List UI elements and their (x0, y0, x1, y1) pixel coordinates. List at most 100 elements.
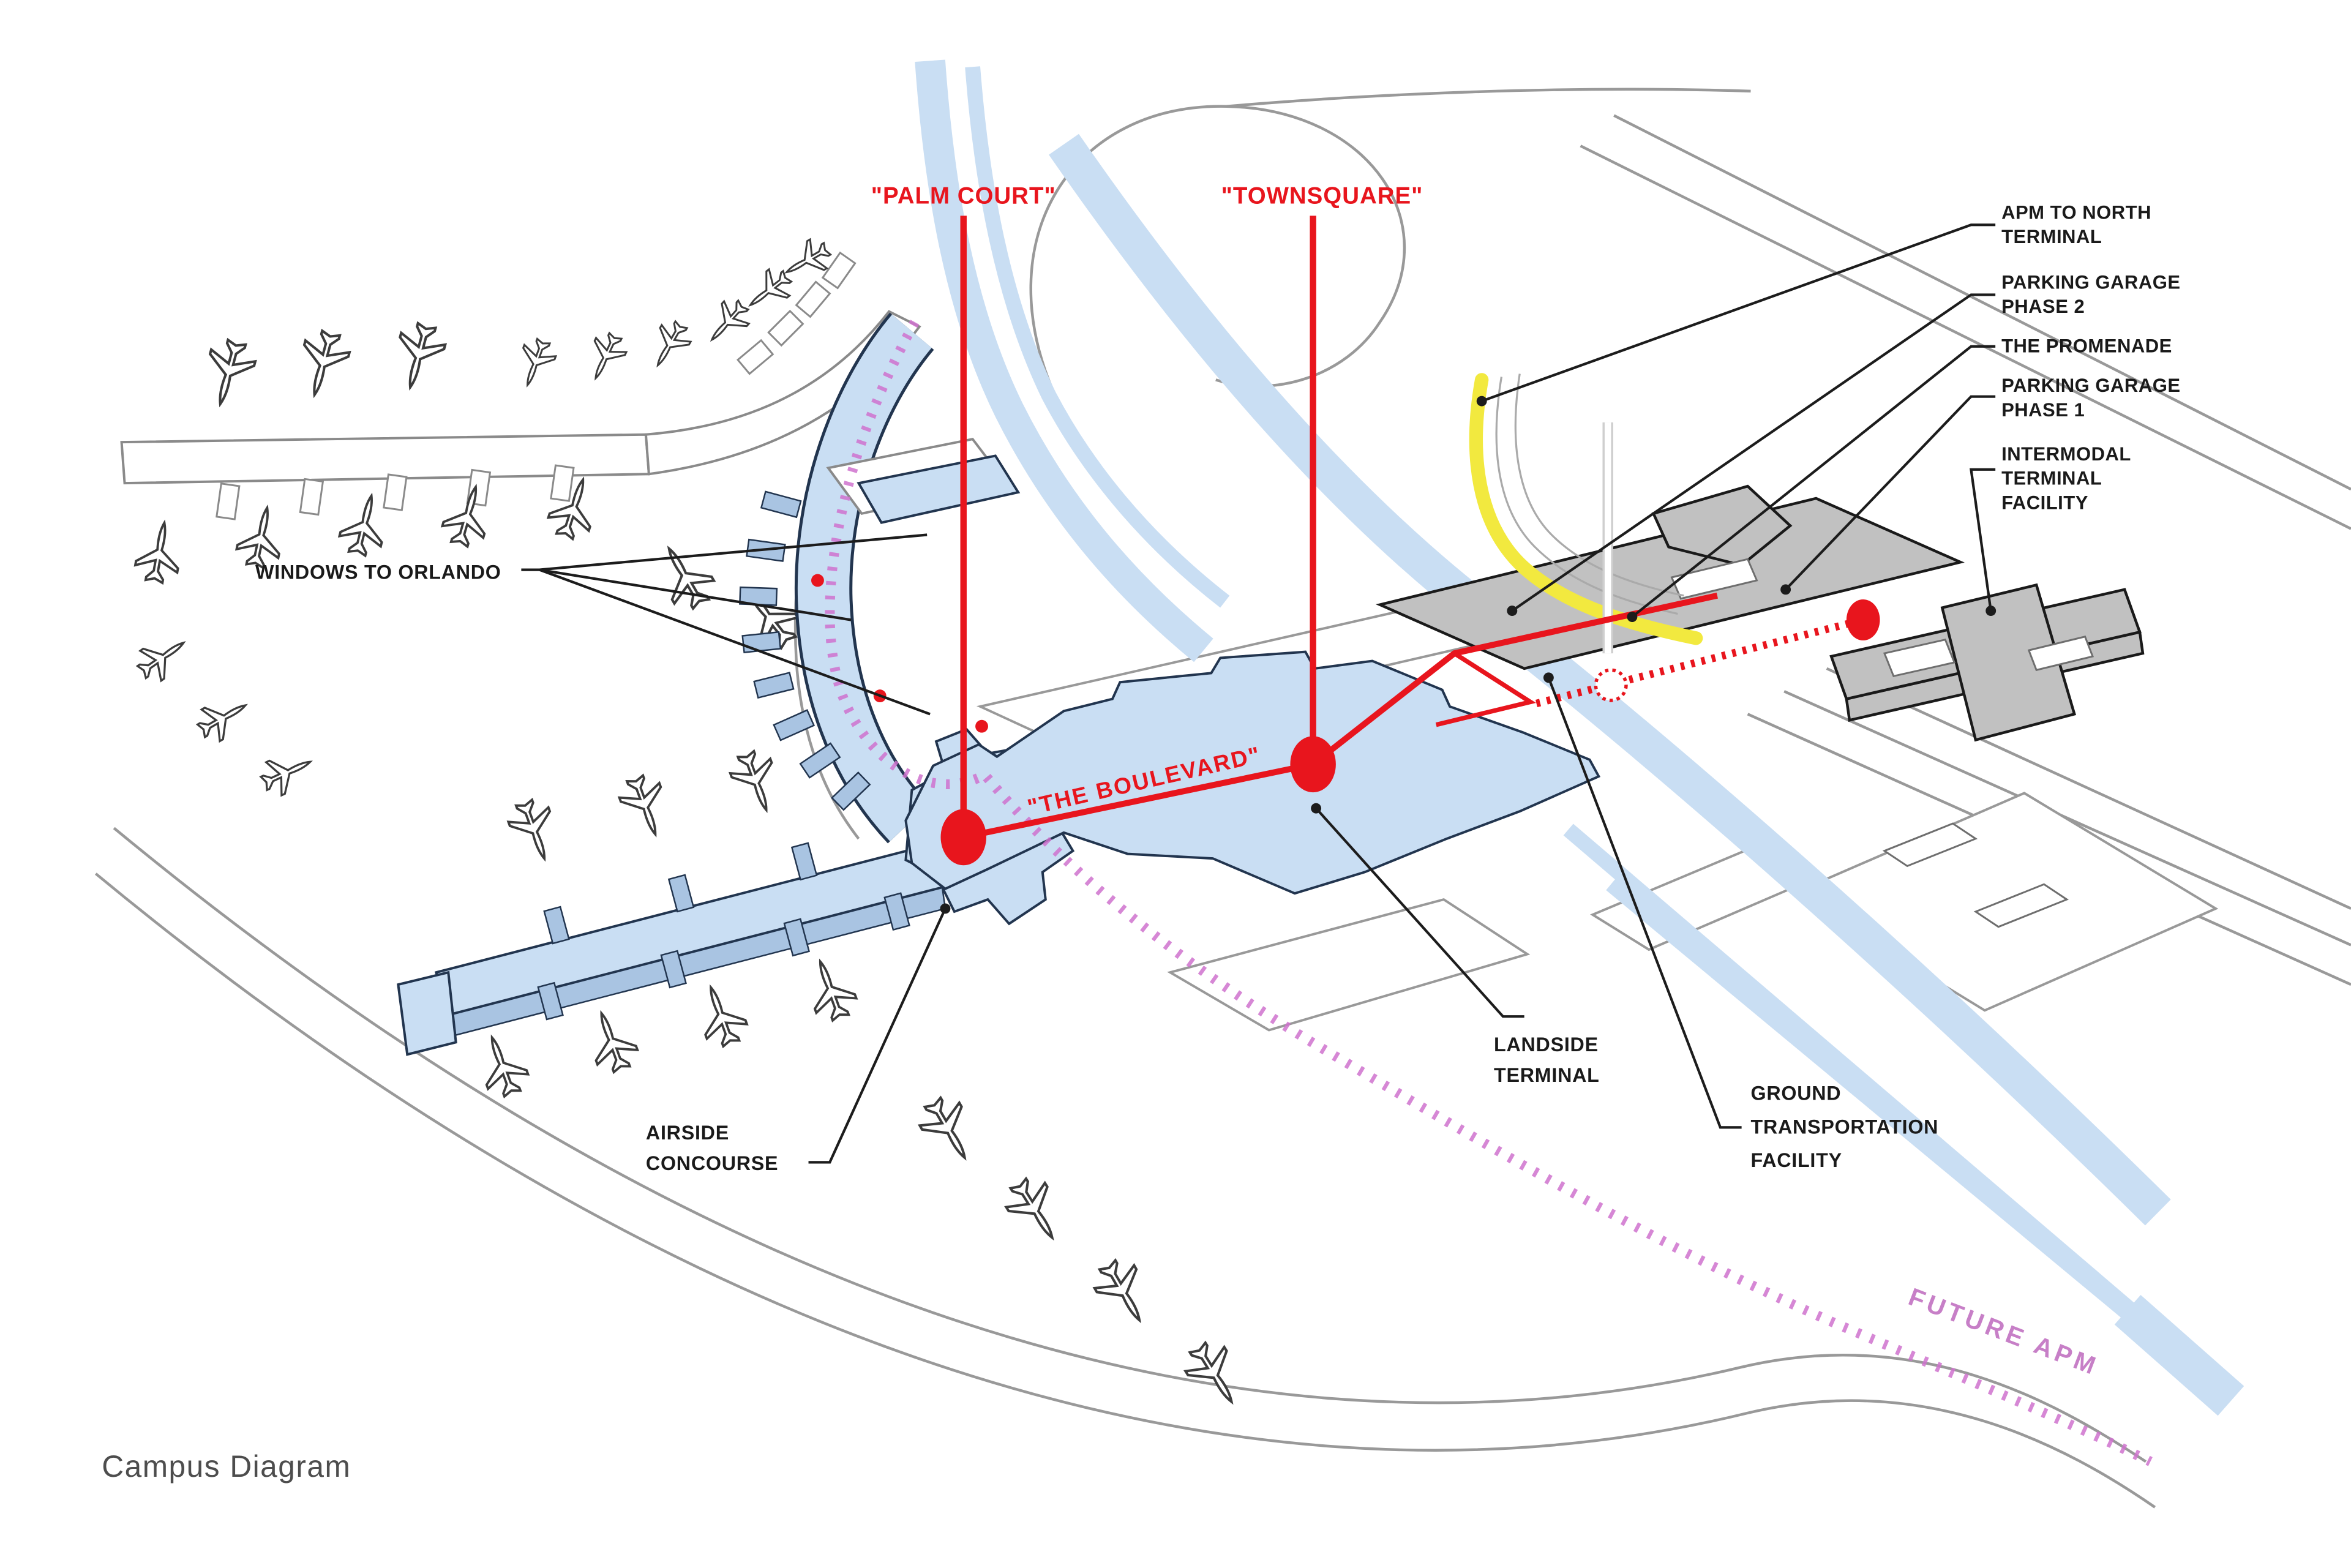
airplane-icon (198, 336, 259, 410)
window-marker-dot (975, 719, 988, 733)
garage-ramp (1651, 484, 1793, 567)
airplane-icon (293, 327, 353, 400)
leader-lines (521, 223, 1997, 1164)
itf-station-dot (1846, 599, 1880, 640)
parking-lot-south (1167, 898, 1531, 1032)
label-intermodal-terminal-facility: INTERMODAL (2001, 443, 2131, 465)
label-the-promenade: THE PROMENADE (2001, 336, 2172, 357)
north-terminal-building (857, 454, 1021, 524)
airplane-icon (130, 626, 195, 688)
airplane-icon (650, 538, 721, 615)
label-intermodal-terminal-facility-3: FACILITY (2001, 492, 2088, 513)
red-dotted-connector (1535, 616, 1864, 707)
leader-parking-garage-phase-2 (1507, 293, 1996, 617)
airplane-icon (503, 794, 566, 868)
ramp-curve-1 (1495, 377, 1678, 615)
leader-ground-transportation-facility (1543, 672, 1742, 1129)
airplane-icon (388, 320, 449, 393)
south-road-edge-1 (113, 827, 2147, 1463)
promenade-path (1469, 373, 1703, 645)
label-parking-garage-phase-2: PARKING GARAGE (2001, 272, 2180, 293)
label-landside-terminal: LANDSIDE (1494, 1033, 1599, 1056)
garages-and-itf (1375, 484, 2145, 742)
southwest-concourse-arm (434, 843, 944, 1017)
landside-terminal-shape (904, 650, 1601, 895)
terminal-complex (397, 312, 1601, 1056)
northwest-concourse (120, 251, 921, 520)
leader-airside-concourse (808, 903, 951, 1164)
leader-windows-to-orlando (521, 533, 931, 716)
label-intermodal-terminal-facility-2: TERMINAL (2001, 468, 2102, 489)
airplane-icon (999, 1171, 1071, 1250)
leader-parking-garage-phase-1 (1780, 395, 1996, 595)
south-road-edge-2 (94, 872, 2156, 1509)
airplane-icon (724, 745, 788, 819)
label-parking-garage-phase-1: PARKING GARAGE (2001, 375, 2180, 396)
label-palm-court: "PALM COURT" (871, 183, 1056, 209)
red-overlay (811, 216, 1880, 866)
west-gate-fingers (739, 490, 871, 811)
townsquare-dot (1290, 736, 1336, 793)
label-airside-concourse-2: CONCOURSE (646, 1152, 778, 1174)
itf-roof-opening-2 (2027, 636, 2094, 672)
gtf-red-step (1435, 651, 1536, 727)
airplane-icon (580, 1005, 643, 1078)
airplane-icon (579, 328, 632, 386)
leader-intermodal-terminal-facility (1970, 468, 1997, 617)
itf-cross-wing (1940, 583, 2077, 742)
leader-landside-terminal (1311, 803, 1524, 1018)
label-windows-to-orlando: WINDOWS TO ORLANDO (255, 561, 501, 583)
north-roadway-band-2 (965, 66, 1230, 608)
page-title: Campus Diagram (102, 1449, 351, 1484)
highway-line-5 (1826, 667, 2351, 910)
airplane-icon (471, 1029, 534, 1102)
label-parking-garage-phase-1-2: PHASE 1 (2001, 399, 2085, 421)
itf-road-merge (2114, 1294, 2244, 1416)
highway-line-2 (1613, 114, 2351, 491)
label-ground-transportation-facility-3: FACILITY (1751, 1149, 1842, 1171)
label-airside-concourse: AIRSIDE (646, 1122, 729, 1144)
label-ground-transportation-facility-2: TRANSPORTATION (1751, 1116, 1939, 1138)
airplane-icon (689, 978, 752, 1052)
airplane-icon (255, 744, 319, 801)
future-station-circle (1594, 668, 1628, 702)
leader-the-promenade (1627, 345, 1996, 622)
label-landside-terminal-2: TERMINAL (1494, 1064, 1600, 1086)
nw-concourse-arc (644, 310, 921, 476)
highway-line-1 (1580, 144, 2351, 530)
label-parking-garage-phase-2-2: PHASE 2 (2001, 296, 2085, 317)
garage-roof-opening (1670, 558, 1758, 600)
lot-opening-2 (1973, 883, 2069, 928)
label-apm-to-north-terminal: APM TO NORTH (2001, 201, 2151, 223)
sw-arm-gate-stubs (537, 842, 910, 1021)
airplane-icon (613, 770, 677, 843)
airplane-icon (1088, 1253, 1160, 1331)
road-loop-tail (1226, 88, 1751, 108)
label-townsquare: "TOWNSQUARE" (1221, 183, 1423, 209)
boulevard-line (962, 592, 1718, 841)
itf-roof-opening-1 (1883, 639, 1956, 678)
itf-road-2 (1606, 878, 2136, 1322)
airplane-icon (191, 688, 256, 748)
window-marker-dot (811, 574, 824, 587)
road-loop-ramp (1029, 105, 1406, 399)
airplane-icon (132, 517, 187, 587)
north-roadway-band (915, 59, 1213, 662)
airplane-icon (698, 293, 757, 352)
leader-apm-to-north-terminal (1476, 223, 1996, 407)
west-concourse-curve (797, 314, 932, 842)
label-apm-to-north-terminal-2: TERMINAL (2001, 226, 2102, 247)
lot-opening-1 (1882, 822, 1978, 868)
promenade-group (1469, 373, 1703, 645)
airplane-icon (799, 953, 862, 1026)
airplane-icon (913, 1091, 984, 1169)
airplane-icon (642, 315, 697, 375)
palm-court-dot (940, 809, 986, 866)
airplane-icon (1179, 1335, 1251, 1414)
airplane-icon (233, 502, 290, 572)
airplane-icon (335, 489, 394, 560)
sw-arm-end-foot (397, 970, 457, 1056)
nw-gate-stubs (216, 251, 857, 520)
